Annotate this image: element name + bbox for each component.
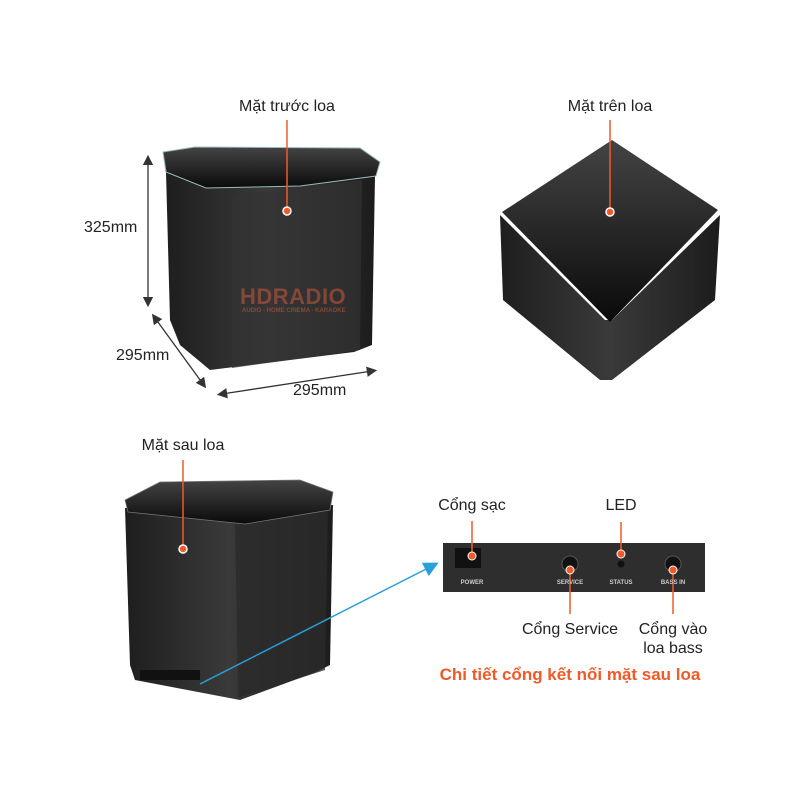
detail-arrow (199, 562, 439, 685)
port-label-status: STATUS (609, 580, 633, 586)
back-speaker-image (124, 479, 334, 700)
port-panel-title: Chi tiết cổng kết nối mặt sau loa (439, 665, 701, 684)
depth-label: 295mm (116, 347, 170, 364)
port-label-bass-in: BASS IN (660, 580, 686, 586)
port-label-power: POWER (460, 580, 484, 586)
width-dimension-arrow (216, 366, 378, 399)
callout-bass-in-line1: Cổng vào (638, 621, 708, 638)
port-label-service: SERVICE (556, 580, 584, 586)
callout-bass-in-line2: loa bass (643, 640, 703, 657)
front-speaker-image (162, 146, 381, 370)
back-view-label: Mặt sau loa (141, 437, 225, 454)
callout-service: Cổng Service (521, 621, 619, 638)
watermark-tagline: AUDIO - HOME CINEMA - KARAOKE (242, 308, 346, 314)
watermark-logo: HDRADIO (240, 284, 347, 309)
top-view-label: Mặt trên loa (567, 98, 653, 115)
front-view-label: Mặt trước loa (239, 98, 335, 115)
width-label: 295mm (293, 382, 347, 399)
depth-dimension-arrow (151, 313, 207, 389)
callout-power: Cổng sạc (438, 497, 506, 514)
height-label: 325mm (84, 219, 138, 236)
top-speaker-image (500, 140, 720, 380)
callout-led: LED (605, 497, 637, 514)
